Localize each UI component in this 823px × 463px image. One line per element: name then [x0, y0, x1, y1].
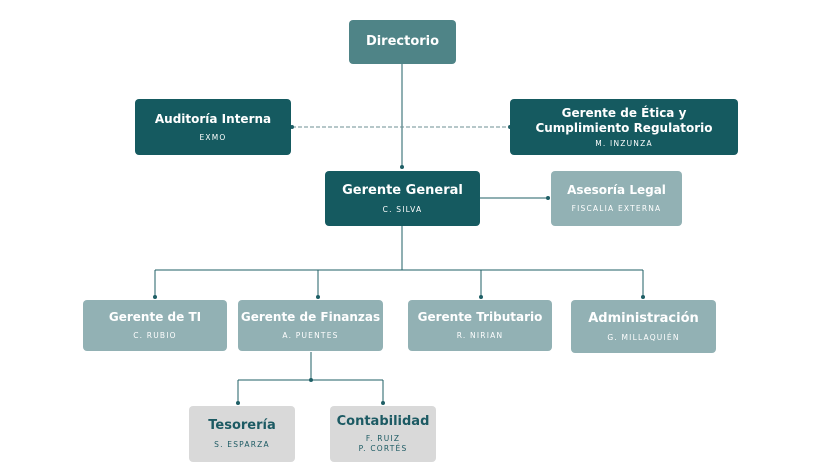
node-title: Gerente de TI — [108, 310, 202, 325]
node-title: Asesoría Legal — [567, 183, 666, 198]
connector-dot — [381, 401, 385, 405]
node-person: M. INZUNZA — [595, 138, 653, 148]
node-administracion: Administración G. MILLAQUIÉN — [571, 300, 716, 353]
node-title-line-2: Cumplimiento Regulatorio — [535, 120, 713, 135]
node-person-1: F. RUIZ — [365, 434, 401, 444]
connector-dot — [290, 125, 294, 129]
connector-dot — [153, 295, 157, 299]
node-title: Contabilidad — [336, 414, 430, 430]
node-gerente-tributario: Gerente Tributario R. NIRIAN — [408, 300, 552, 351]
node-gerente-ti: Gerente de TI C. RUBIO — [83, 300, 227, 351]
node-person: C. RUBIO — [133, 331, 177, 341]
node-title: Gerente Tributario — [417, 310, 543, 325]
node-title: Directorio — [365, 33, 440, 49]
node-contabilidad: Contabilidad F. RUIZ P. CORTÉS — [330, 406, 436, 462]
connector-dot — [479, 295, 483, 299]
connector-dot — [316, 295, 320, 299]
node-person: G. MILLAQUIÉN — [607, 332, 680, 342]
node-person: C. SILVA — [382, 204, 423, 214]
node-directorio: Directorio — [349, 20, 456, 64]
connector-dot — [546, 196, 550, 200]
connector-dot — [641, 295, 645, 299]
node-title: Tesorería — [208, 418, 276, 433]
node-title-line-1: Gerente de Ética y — [561, 105, 687, 120]
node-gerente-finanzas: Gerente de Finanzas A. PUENTES — [238, 300, 383, 351]
connector-dot — [400, 165, 404, 169]
node-person: FISCALIA EXTERNA — [571, 204, 662, 214]
node-gerente-general: Gerente General C. SILVA — [325, 171, 480, 226]
node-person-2: P. CORTÉS — [358, 444, 408, 454]
node-auditoria-interna: Auditoría Interna EXMO — [135, 99, 291, 155]
node-title: Gerente de Finanzas — [240, 310, 381, 325]
node-person: R. NIRIAN — [456, 331, 504, 341]
node-tesoreria: Tesorería S. ESPARZA — [189, 406, 295, 462]
node-gerente-etica: Gerente de Ética y Cumplimiento Regulato… — [510, 99, 738, 155]
node-person: EXMO — [199, 132, 227, 142]
node-asesoria-legal: Asesoría Legal FISCALIA EXTERNA — [551, 171, 682, 226]
node-title: Auditoría Interna — [154, 111, 272, 126]
node-title: Administración — [588, 310, 699, 326]
node-person: A. PUENTES — [282, 331, 339, 341]
node-title: Gerente General — [342, 182, 463, 198]
node-person: S. ESPARZA — [214, 440, 270, 450]
connector-dot — [309, 378, 313, 382]
connector-dot — [236, 401, 240, 405]
